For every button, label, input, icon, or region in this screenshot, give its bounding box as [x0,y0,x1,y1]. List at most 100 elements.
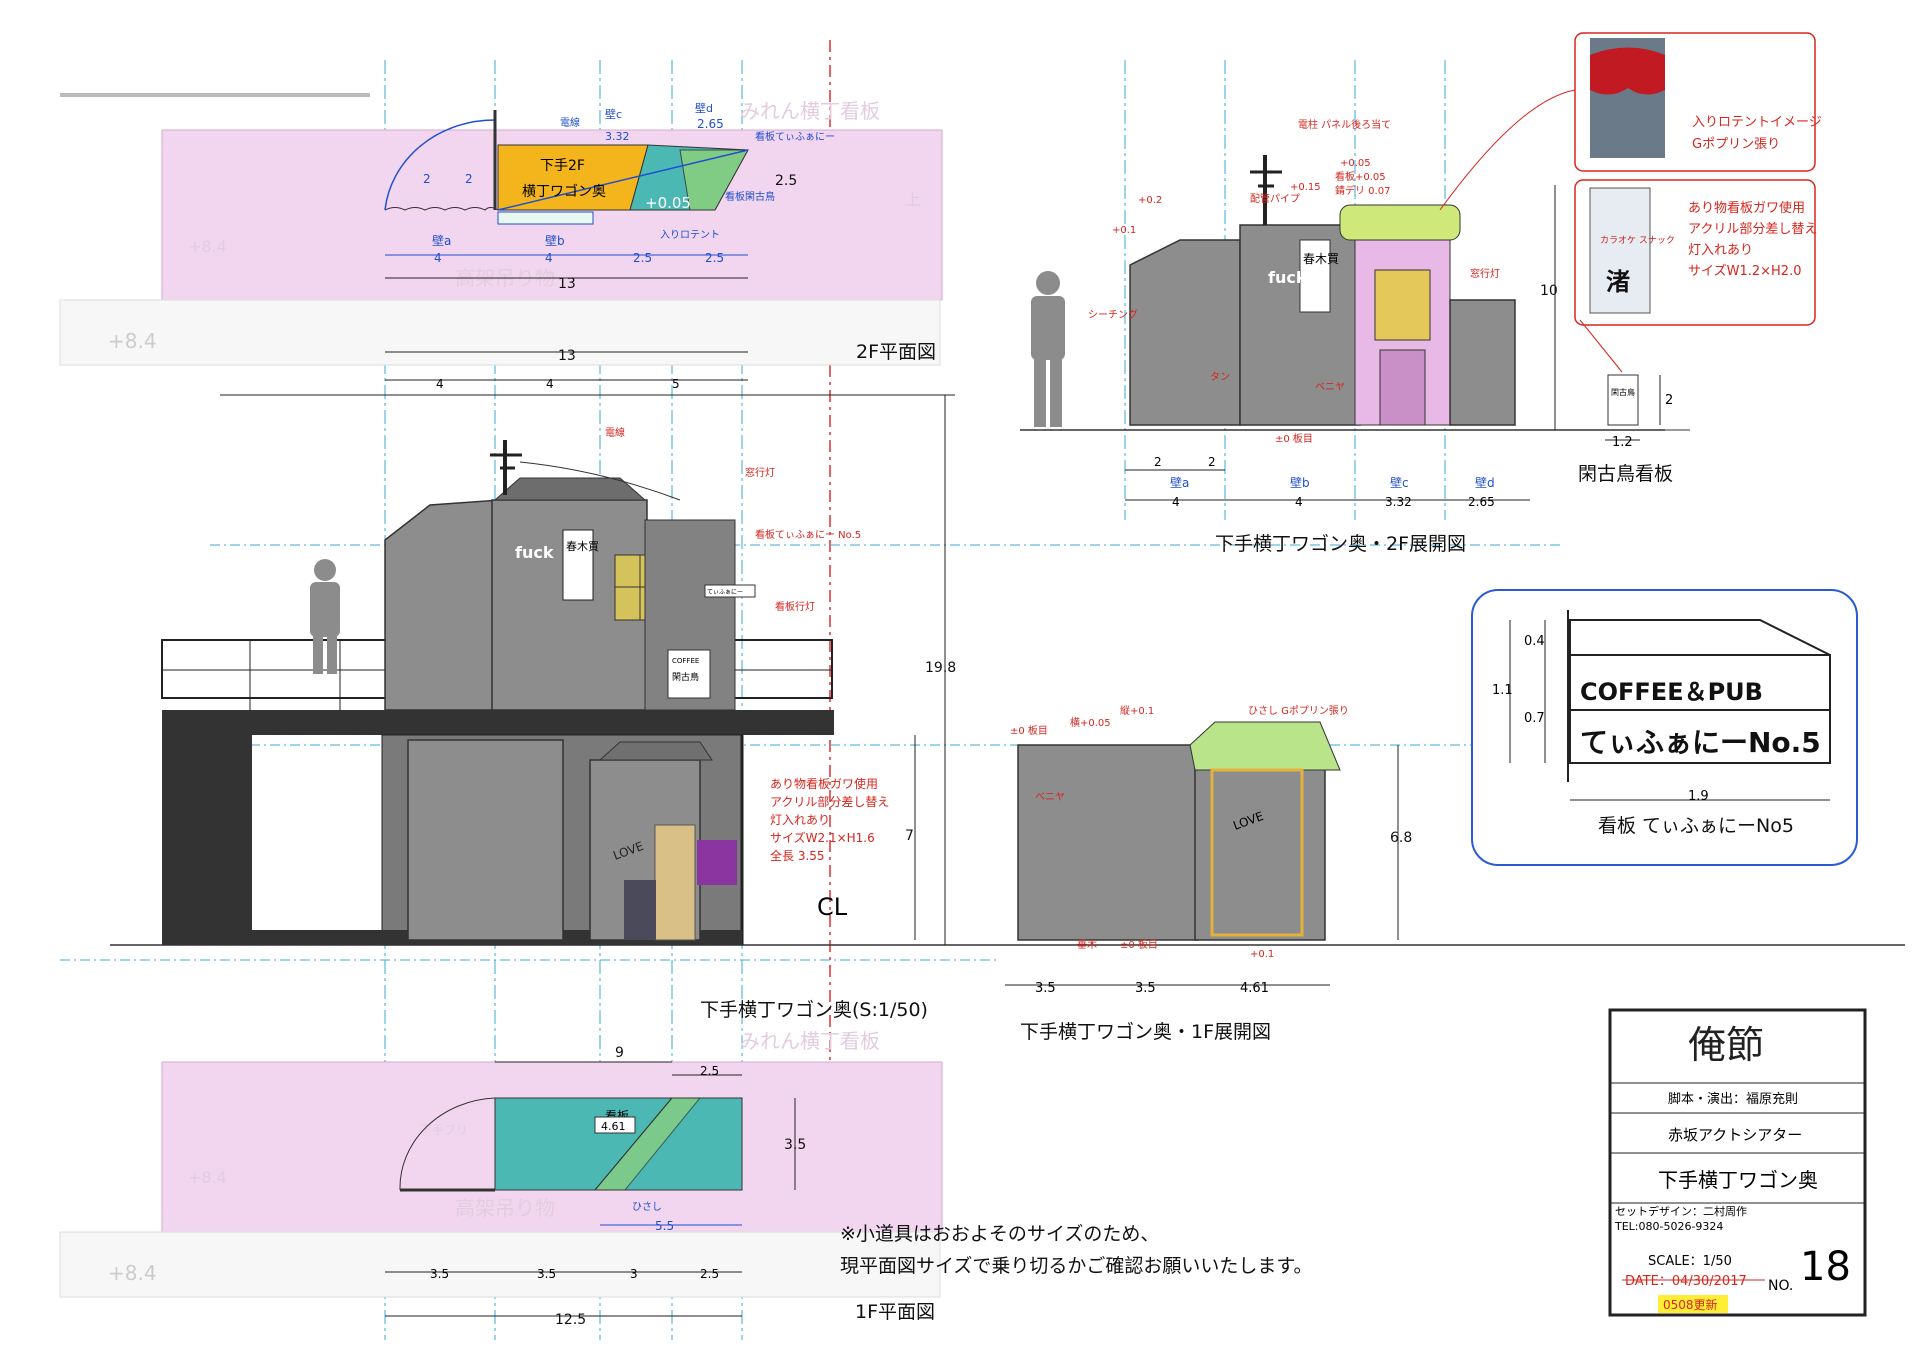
svg-text:1.2: 1.2 [1612,435,1633,450]
svg-text:閑古鳥: 閑古鳥 [1611,387,1635,397]
svg-text:赤坂アクトシアター: 赤坂アクトシアター [1668,1126,1802,1144]
svg-text:高架吊り物: 高架吊り物 [455,1196,555,1220]
kanko-sign: 閑古鳥 2 1.2 [1470,374,1690,450]
svg-text:横丁ワゴン奥: 横丁ワゴン奥 [522,183,606,200]
sheet-number: 18 [1800,1244,1851,1290]
plan-2f: みれん横丁看板 高架吊り物 +8.4 +8.4 上 下手2F 横丁ワゴン奥 +0… [59,93,943,391]
svg-text:0.4: 0.4 [1524,634,1545,649]
svg-text:灯入れあり: 灯入れあり [770,813,830,827]
svg-text:fuck: fuck [515,543,554,562]
svg-text:春木買: 春木買 [566,540,599,553]
svg-text:入りロテントイメージ: 入りロテントイメージ [1692,115,1822,130]
svg-text:+8.4: +8.4 [188,1168,227,1187]
svg-text:CL: CL [817,893,848,921]
title-block: 俺節 脚本・演出：福原充則 赤坂アクトシアター 下手横丁ワゴン奥 セットデザイン… [1608,1008,1867,1317]
svg-text:看板行灯: 看板行灯 [775,600,815,613]
svg-text:セットデザイン：二村周作: セットデザイン：二村周作 [1615,1204,1747,1218]
svg-text:看板てぃふぁにー: 看板てぃふぁにー [755,130,835,143]
svg-text:下手横丁ワゴン奥: 下手横丁ワゴン奥 [1658,1168,1818,1192]
svg-text:2: 2 [423,172,431,186]
callout-tent: 入りロテントイメージ Gポプリン張り [1574,32,1822,172]
svg-text:+8.4: +8.4 [108,329,157,353]
svg-text:壁c: 壁c [605,107,622,121]
svg-text:看板閑古鳥: 看板閑古鳥 [725,190,775,203]
svg-text:窓行灯: 窓行灯 [1470,267,1500,280]
title-kanko-sign: 閑古鳥看板 [1578,463,1673,485]
svg-text:2.65: 2.65 [697,117,724,131]
svg-text:下手2F: 下手2F [540,158,585,174]
svg-text:ベニヤ: ベニヤ [1035,791,1065,803]
title-main: 下手横丁ワゴン奥(S:1/50) [700,999,928,1021]
svg-text:看板+0.05: 看板+0.05 [1335,170,1386,183]
svg-text:垂木: 垂木 [1077,939,1097,951]
svg-text:下手ブリ: 下手ブリ [420,1122,468,1137]
svg-text:サイズW2.1×H1.6: サイズW2.1×H1.6 [770,830,875,845]
svg-text:電線: 電線 [560,116,580,129]
svg-text:+8.4: +8.4 [108,1261,157,1285]
svg-text:6.8: 6.8 [1390,830,1412,846]
svg-text:3.5: 3.5 [430,1267,449,1281]
svg-text:Gポプリン張り: Gポプリン張り [1692,137,1780,152]
svg-text:配管パイプ: 配管パイプ [1250,192,1300,205]
svg-text:灯入れあり: 灯入れあり [1688,243,1753,258]
svg-text:壁d: 壁d [1475,475,1495,490]
svg-text:窓行灯: 窓行灯 [745,466,775,479]
title-elev-2f: 下手横丁ワゴン奥・2F展開図 [1215,533,1466,555]
svg-text:錆デリ 0.07: 錆デリ 0.07 [1335,184,1390,197]
svg-text:ベニヤ: ベニヤ [1315,381,1345,393]
tiffany-sign-box: COFFEE＆PUB てぃふぁにーNo.5 0.4 0.7 1.1 1.9 [1471,589,1858,866]
svg-text:あり物看板ガワ使用: あり物看板ガワ使用 [770,776,878,791]
svg-text:2: 2 [1665,393,1673,408]
svg-text:13: 13 [558,276,576,292]
svg-text:縦+0.1: 縦+0.1 [1120,704,1154,717]
svg-text:2.65: 2.65 [1468,495,1495,509]
svg-text:壁c: 壁c [1390,475,1409,490]
svg-text:±0 板目: ±0 板目 [1120,938,1158,951]
svg-text:fuck: fuck [1268,268,1307,287]
svg-text:サイズW1.2×H2.0: サイズW1.2×H2.0 [1688,263,1801,279]
svg-text:あり物看板ガワ使用: あり物看板ガワ使用 [1688,200,1805,216]
title-elev-1f: 下手横丁ワゴン奥・1F展開図 [1020,1021,1271,1043]
coffee-sign [667,649,711,699]
room-orange [497,144,649,211]
svg-text:4: 4 [545,251,553,265]
svg-text:閑古鳥: 閑古鳥 [672,671,699,683]
bg-text-top: みれん横丁看板 [740,99,880,123]
svg-text:タン: タン [1210,371,1230,383]
svg-text:DATE：04/30/2017: DATE：04/30/2017 [1625,1274,1747,1289]
svg-text:シーチング: シーチング [1088,308,1138,321]
svg-text:5: 5 [672,377,680,391]
plan-1f: みれん横丁看板 高架吊り物 +8.4 +8.4 下手ブリ 看板 ひさし 4.61… [59,1029,943,1328]
svg-text:2.5: 2.5 [700,1267,719,1281]
callout-sign: カラオケ スナック 渚 あり物看板ガワ使用 アクリル部分差し替え 灯入れあり サ… [1574,179,1817,326]
svg-text:10: 10 [1540,283,1558,299]
svg-text:2: 2 [465,172,473,186]
svg-text:+0.1: +0.1 [1250,949,1274,960]
svg-text:壁b: 壁b [545,233,565,248]
svg-text:±0 板目: ±0 板目 [1275,432,1313,445]
svg-text:アクリル部分差し替え: アクリル部分差し替え [1688,222,1817,237]
svg-text:電線: 電線 [605,426,625,439]
svg-text:+0.05: +0.05 [645,194,691,212]
svg-text:壁a: 壁a [432,233,451,248]
note-line-1: ※小道具はおおよそのサイズのため、 [840,1223,1159,1245]
svg-text:3.32: 3.32 [605,130,630,143]
svg-text:上: 上 [905,190,921,209]
svg-text:0.7: 0.7 [1524,711,1545,726]
svg-text:+0.2: +0.2 [1138,195,1162,206]
svg-text:3.5: 3.5 [1035,981,1056,996]
svg-text:+0.05: +0.05 [1340,158,1371,169]
svg-text:4: 4 [1295,495,1303,509]
sign-line-1: COFFEE＆PUB [1580,678,1763,706]
human-silhouette-upper [310,559,340,674]
svg-text:1.1: 1.1 [1492,683,1513,698]
svg-text:2.5: 2.5 [633,251,652,265]
human-silhouette-2f [1031,271,1065,427]
svg-text:3.5: 3.5 [784,1137,806,1153]
svg-text:+0.15: +0.15 [1290,182,1321,193]
svg-text:看板てぃふぁにー No.5: 看板てぃふぁにー No.5 [755,528,861,541]
note-line-2: 現平面図サイズで乗り切るかご確認お願いいたします。 [840,1255,1313,1277]
svg-text:横+0.05: 横+0.05 [1070,716,1111,729]
svg-text:入りロテント: 入りロテント [660,229,720,241]
